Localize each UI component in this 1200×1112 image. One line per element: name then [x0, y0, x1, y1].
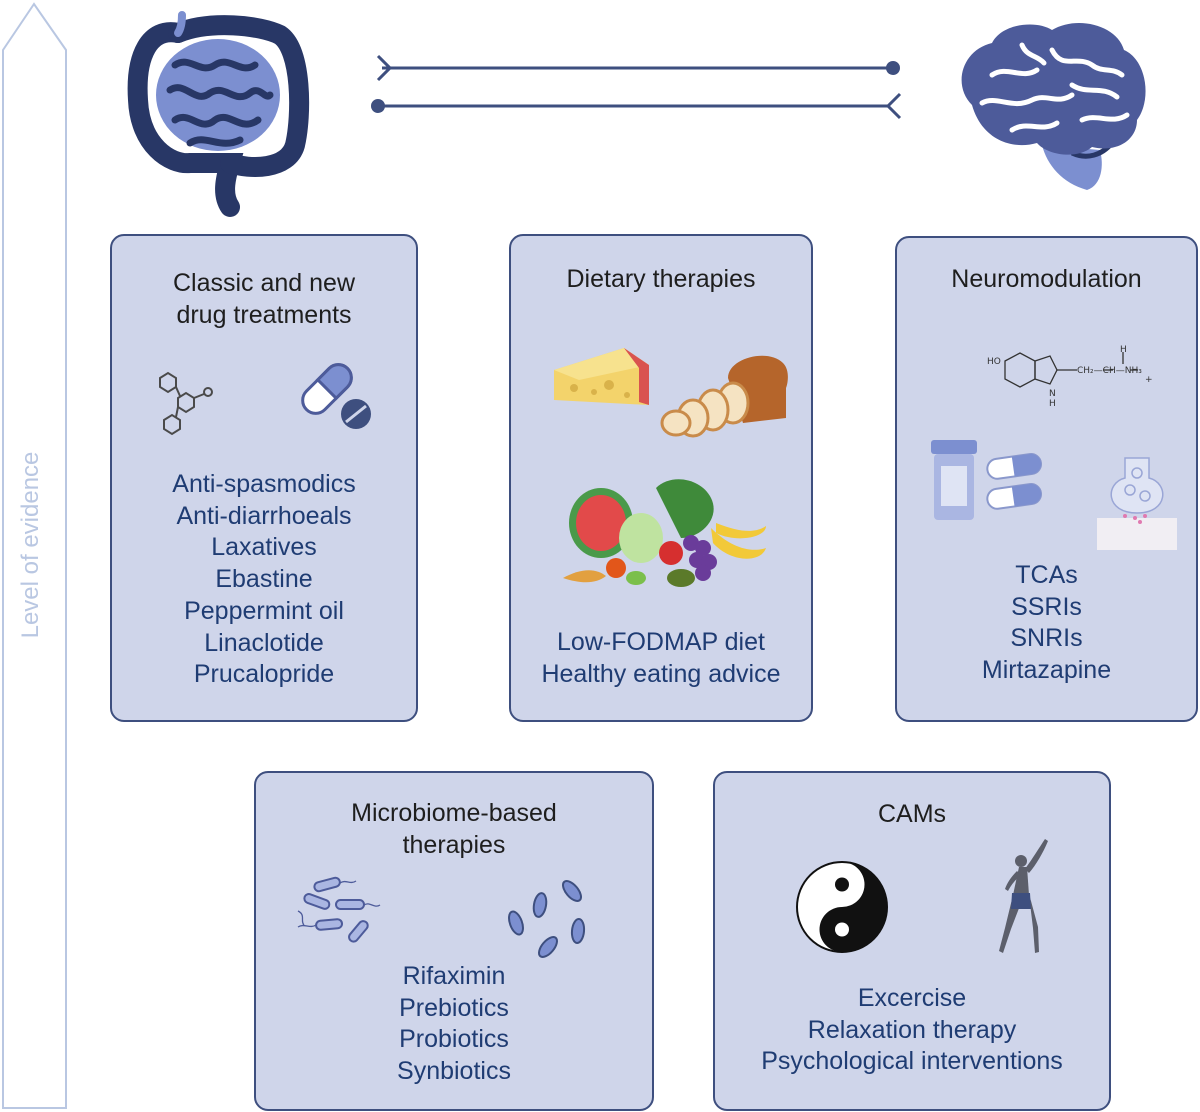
list-item: Linaclotide	[204, 628, 324, 657]
list-item: Anti-diarrhoeals	[176, 501, 352, 530]
list-item: Excercise	[857, 984, 967, 1012]
microbiome-therapies-title: Microbiome-based therapies	[351, 799, 557, 859]
capsule-icon	[301, 363, 353, 415]
pill-bottle-icon	[931, 440, 977, 520]
svg-text:CH₂—CH—NH₃: CH₂—CH—NH₃	[1077, 366, 1142, 376]
drug-treatments-title: Classic and new drug treatments	[172, 269, 356, 329]
list-item: Probiotics	[399, 1025, 509, 1054]
list-item: Anti-spasmodics	[172, 470, 356, 498]
list-item: SSRIs	[1011, 592, 1082, 621]
cams-list: Excercise Relaxation therapy Psychologic…	[715, 983, 1109, 1078]
list-item: TCAs	[1015, 561, 1078, 589]
exercising-woman-icon	[999, 839, 1048, 953]
bread-icon	[660, 355, 788, 438]
capsule-icon	[986, 453, 1043, 510]
neuromodulation-list: TCAs SSRIs SNRIs Mirtazapine	[897, 560, 1196, 687]
dietary-therapies-title: Dietary therapies	[566, 265, 756, 293]
list-item: Healthy eating advice	[541, 659, 781, 688]
dietary-therapies-list: Low-FODMAP diet Healthy eating advice	[511, 627, 811, 690]
tablet-icon	[341, 399, 371, 429]
drug-treatments-box: Classic and new drug treatments Anti-spa…	[110, 234, 418, 722]
fruit-vegetables-icon	[563, 479, 766, 587]
microbiome-therapies-box: Microbiome-based therapies Rifaximin Pre…	[254, 771, 654, 1111]
svg-text:HO: HO	[987, 357, 1001, 367]
list-item: SNRIs	[1010, 624, 1083, 653]
drug-treatments-list: Anti-spasmodics Anti-diarrhoeals Laxativ…	[112, 469, 416, 691]
brain-icon	[961, 22, 1146, 190]
svg-text:N: N	[1049, 389, 1056, 399]
list-item: Ebastine	[215, 565, 313, 594]
list-item: Relaxation therapy	[807, 1015, 1017, 1044]
list-item: Synbiotics	[397, 1057, 511, 1086]
list-item: Peppermint oil	[184, 596, 344, 625]
cams-box: CAMs Excercise Relaxation therapy Psycho…	[713, 771, 1111, 1111]
gut-icon	[127, 11, 310, 217]
svg-text:H: H	[1049, 399, 1056, 409]
list-item: Mirtazapine	[981, 656, 1112, 685]
molecule-icon	[159, 371, 213, 436]
serotonin-structure-icon: HO H CH₂—CH—NH₃ + N H	[987, 345, 1153, 409]
bacteria-icon	[297, 876, 381, 943]
neuromodulation-box: Neuromodulation HO H CH₂—CH—NH₃ + N H	[895, 236, 1198, 722]
list-item: Prebiotics	[399, 993, 509, 1022]
neuromodulation-title: Neuromodulation	[951, 265, 1142, 293]
list-item: Low-FODMAP diet	[557, 628, 765, 656]
evidence-arrow	[2, 2, 67, 1109]
list-item: Rifaximin	[402, 962, 506, 990]
yin-yang-icon	[796, 861, 888, 953]
svg-text:H: H	[1120, 345, 1127, 355]
list-item: Laxatives	[211, 533, 317, 562]
svg-text:+: +	[1145, 375, 1153, 385]
synapse-icon	[1097, 457, 1177, 550]
cheese-icon	[554, 348, 649, 405]
microbiome-therapies-list: Rifaximin Prebiotics Probiotics Synbioti…	[256, 961, 652, 1088]
gut-brain-axis-arrows	[371, 54, 902, 120]
bacteria-icon	[508, 880, 586, 958]
list-item: Prucalopride	[193, 660, 335, 689]
evidence-axis-label: Level of evidence	[17, 451, 44, 639]
dietary-therapies-box: Dietary therapies Low-FODMAP diet Health…	[509, 234, 813, 722]
cams-title: CAMs	[877, 800, 947, 828]
list-item: Psychological interventions	[761, 1047, 1063, 1076]
